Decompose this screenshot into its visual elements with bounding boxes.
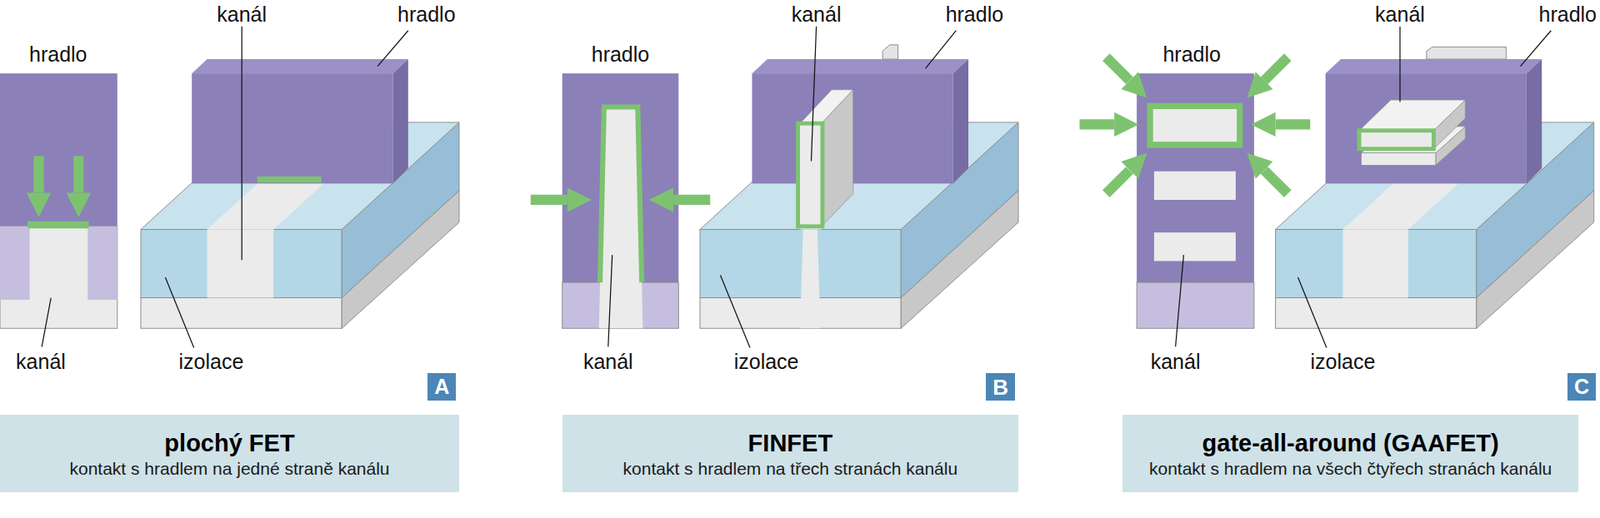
- panel-letter-text: A: [434, 376, 450, 398]
- caption-band: gate-all-around (GAAFET)kontakt s hradle…: [1122, 415, 1579, 493]
- part-label: kanál: [1150, 350, 1201, 375]
- panel-letter: A: [427, 373, 456, 401]
- part-label: izolace: [1310, 350, 1376, 375]
- caption-title: FINFET: [748, 429, 834, 459]
- part-label: kanál: [216, 2, 267, 27]
- panel-letter: B: [985, 373, 1016, 401]
- caption-title: plochý FET: [164, 429, 295, 459]
- caption-subtitle: kontakt s hradlem na jedné straně kanálu: [69, 458, 390, 480]
- leader-lines: [41, 26, 1551, 349]
- planar-cross-section: [0, 73, 118, 329]
- part-label: hradlo: [1162, 42, 1221, 67]
- part-label: hradlo: [591, 42, 650, 67]
- caption-band: FINFETkontakt s hradlem na třech stranác…: [562, 415, 1019, 493]
- part-label: kanál: [583, 350, 634, 375]
- part-label: izolace: [179, 350, 245, 375]
- panel-letter-text: C: [1574, 376, 1590, 398]
- caption-subtitle: kontakt s hradlem na všech čtyřech stran…: [1149, 458, 1552, 480]
- part-label: kanál: [791, 2, 842, 27]
- caption-band: plochý FETkontakt s hradlem na jedné str…: [0, 415, 460, 493]
- part-label: hradlo: [29, 42, 88, 67]
- finfet-3d: [700, 45, 1019, 329]
- finfet-cross-section: [530, 73, 711, 329]
- part-label: kanál: [1375, 2, 1425, 27]
- caption-subtitle: kontakt s hradlem na třech stranách kaná…: [623, 458, 959, 480]
- part-label: kanál: [15, 350, 66, 375]
- planar-3d: [140, 59, 460, 329]
- part-label: izolace: [734, 350, 800, 375]
- part-label: hradlo: [397, 2, 456, 27]
- panel-letter: C: [1567, 373, 1596, 401]
- part-label: hradlo: [1539, 2, 1598, 27]
- gaafet-3d: [1275, 46, 1595, 329]
- panel-letter-text: B: [992, 376, 1009, 399]
- part-label: hradlo: [945, 2, 1005, 27]
- caption-title: gate-all-around (GAAFET): [1202, 429, 1500, 459]
